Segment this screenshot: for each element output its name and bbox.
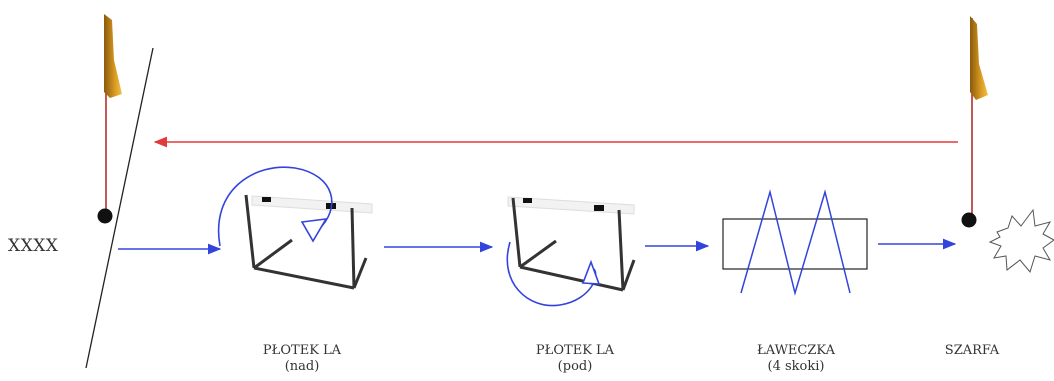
station-detail: (nad) (284, 359, 320, 374)
station-detail: (pod) (557, 359, 593, 374)
station-name: PŁOTEK LA (262, 343, 342, 358)
station-label-hurdle-under: PŁOTEK LA (pod) (536, 343, 614, 375)
station-name: ŁAWECZKA (757, 343, 835, 358)
station-detail: (4 skoki) (767, 359, 825, 374)
start-flag-icon (97, 14, 122, 224)
hurdle-over-icon (217, 166, 373, 290)
finish-flag-icon (961, 16, 988, 228)
hurdle-under-icon (506, 196, 636, 307)
station-name: PŁOTEK LA (535, 343, 615, 358)
scarf-icon (988, 208, 1054, 274)
station-label-hurdle-over: PŁOTEK LA (nad) (263, 343, 341, 375)
bench-icon (722, 189, 868, 296)
station-label-bench: ŁAWECZKA (4 skoki) (757, 343, 835, 375)
start-label: XXXX (8, 236, 59, 256)
station-name: SZARFA (944, 343, 1000, 358)
station-label-scarf: SZARFA (945, 343, 999, 359)
start-line (85, 47, 154, 369)
